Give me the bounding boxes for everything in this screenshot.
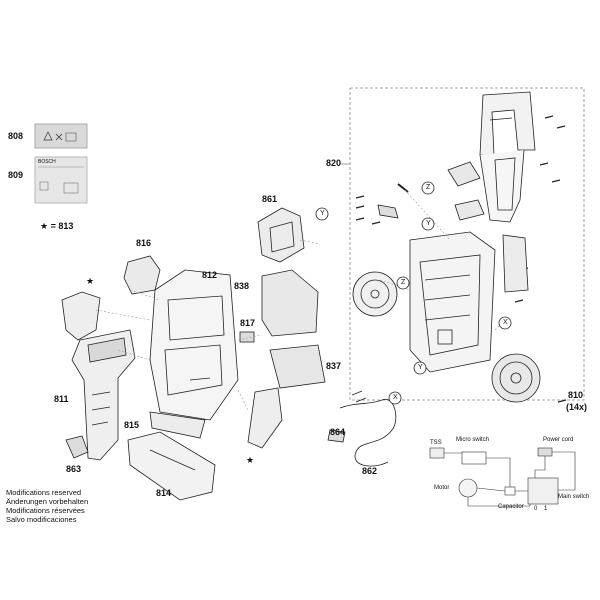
- motor-symbol: [458, 478, 478, 498]
- label-837: 837: [326, 361, 342, 371]
- marker-y-1: Y: [320, 210, 325, 217]
- panel-838: [261, 269, 319, 337]
- label-815: 815: [124, 420, 140, 430]
- assembly-frame-820: [349, 87, 585, 401]
- warning-label-808: [34, 123, 88, 149]
- star-813-left: ★: [86, 276, 95, 286]
- wiring-pos-0: 0: [534, 506, 538, 512]
- label-862: 862: [362, 466, 378, 476]
- note-line: Änderungen vorbehalten: [6, 497, 89, 506]
- chassis-housing: [409, 231, 496, 373]
- wheel-right: [491, 353, 541, 403]
- power-cable-862: [339, 399, 397, 467]
- note-line: Modifications reserved: [6, 488, 82, 497]
- marker-z-2: Z: [401, 279, 406, 286]
- label-861: 861: [262, 194, 278, 204]
- part-837: [269, 344, 326, 389]
- label-820: 820: [326, 158, 342, 168]
- front-cover-811: [71, 329, 136, 461]
- pump-861: [257, 207, 305, 263]
- label-810: 810: [568, 390, 584, 400]
- wiring-motor: Motor: [434, 485, 450, 491]
- housing-812: [149, 269, 239, 421]
- label-816: 816: [136, 238, 152, 248]
- wiring-capacitor: Capacitor: [498, 504, 524, 510]
- marker-x-1: X: [503, 319, 508, 326]
- main-switch-symbol: [527, 477, 559, 505]
- label-863: 863: [66, 464, 82, 474]
- label-812: 812: [202, 270, 218, 280]
- wiring-power-cord: Power cord: [543, 437, 574, 443]
- label-864: 864: [330, 427, 346, 437]
- wiring-main-switch: Main switch: [558, 494, 590, 500]
- handle-part: [479, 91, 536, 156]
- wiring-tss: TSS: [430, 440, 442, 446]
- label-808: 808: [8, 131, 24, 141]
- marker-y-3: Y: [418, 364, 423, 371]
- label-811: 811: [54, 394, 69, 404]
- label-809: 809: [8, 170, 24, 180]
- label-814: 814: [156, 488, 172, 498]
- marker-z-1: Z: [426, 184, 431, 191]
- clip-816: [123, 255, 161, 295]
- label-838: 838: [234, 281, 250, 291]
- base-814: [127, 431, 216, 501]
- capacitor-symbol: [504, 486, 516, 496]
- wheel-left: [352, 271, 398, 317]
- wiring-micro-switch: Micro switch: [456, 437, 490, 443]
- note-line: Salvo modificaciones: [6, 515, 77, 524]
- marker-x-2: X: [393, 394, 398, 401]
- wiring-pos-1: 1: [544, 506, 548, 512]
- star-813-right: ★: [246, 455, 255, 465]
- marker-y-2: Y: [426, 220, 431, 227]
- wiring-schematic: [429, 447, 576, 507]
- modification-notes: Modifications reserved Änderungen vorbeh…: [6, 488, 88, 524]
- label-817: 817: [240, 318, 256, 328]
- label-813-legend: ★ = 813: [40, 221, 74, 231]
- note-line: Modifications réservées: [6, 506, 85, 515]
- sticker-809-brand: BOSCH: [38, 159, 56, 165]
- label-810-qty: (14x): [566, 402, 588, 412]
- rating-label-809: [34, 156, 88, 204]
- knob-863: [65, 435, 89, 459]
